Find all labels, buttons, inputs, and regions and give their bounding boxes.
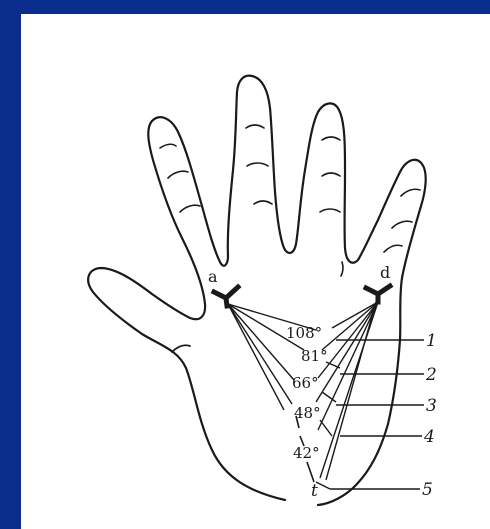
- angle-label-3: 66°: [292, 374, 319, 392]
- triradius-a-mark: [214, 287, 238, 306]
- angle-label-1: 108°: [286, 324, 322, 342]
- line-number-2: 2: [425, 365, 437, 385]
- angle-label-5: 42°: [293, 444, 320, 462]
- thumb-crease: [172, 345, 190, 352]
- line-number-5: 5: [422, 480, 433, 500]
- angle-label-2: 81°: [301, 347, 328, 365]
- triradius-a-label: a: [208, 267, 218, 286]
- angle-label-4: 48°: [294, 404, 321, 422]
- triradius-d-mark: [366, 286, 390, 302]
- rays-from-d: [316, 302, 378, 480]
- axial-triradius-label: t: [311, 481, 318, 501]
- line-number-4: 4: [423, 427, 435, 447]
- line-number-1: 1: [426, 331, 437, 351]
- triradius-d-label: d: [380, 263, 390, 282]
- line-number-3: 3: [426, 396, 437, 416]
